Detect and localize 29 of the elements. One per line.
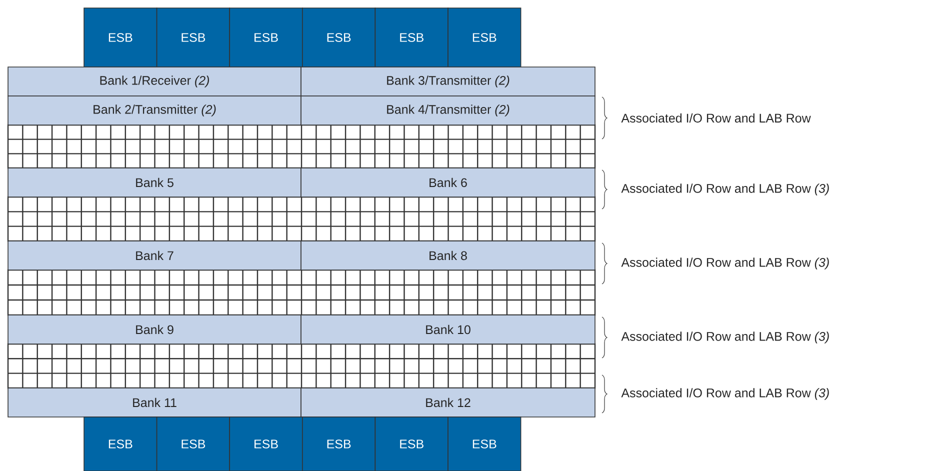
esb-block: ESB — [84, 8, 158, 68]
esb-block: ESB — [374, 8, 448, 68]
io-bank-box: Bank 9 — [8, 314, 302, 344]
esb-block: ESB — [302, 416, 376, 471]
io-bank-box: Bank 7 — [8, 240, 302, 270]
io-bank-box: Bank 6 — [300, 168, 596, 198]
esb-block: ESB — [374, 416, 448, 471]
esb-block: ESB — [156, 416, 230, 471]
esb-block: ESB — [84, 416, 158, 471]
esb-block: ESB — [229, 416, 303, 471]
io-bank-box: Bank 3/Transmitter (2) — [300, 66, 596, 96]
io-bank-box: Bank 4/Transmitter (2) — [300, 96, 596, 126]
io-bank-box: Bank 11 — [8, 388, 302, 418]
row-label: Associated I/O Row and LAB Row (3) — [621, 184, 829, 196]
io-bank-box: Bank 12 — [300, 388, 596, 418]
io-bank-box: Bank 8 — [300, 240, 596, 270]
row-label: Associated I/O Row and LAB Row (3) — [621, 332, 829, 344]
io-bank-box: Bank 2/Transmitter (2) — [8, 96, 302, 126]
row-label: Associated I/O Row and LAB Row (3) — [621, 388, 829, 400]
io-bank-box: Bank 5 — [8, 168, 302, 198]
io-bank-box: Bank 1/Receiver (2) — [8, 66, 302, 96]
row-label: Associated I/O Row and LAB Row (3) — [621, 258, 829, 270]
esb-block: ESB — [448, 8, 522, 68]
esb-block: ESB — [229, 8, 303, 68]
row-label: Associated I/O Row and LAB Row — [621, 113, 811, 123]
io-bank-box: Bank 10 — [300, 314, 596, 344]
esb-block: ESB — [448, 416, 522, 471]
esb-block: ESB — [156, 8, 230, 68]
esb-block: ESB — [302, 8, 376, 68]
